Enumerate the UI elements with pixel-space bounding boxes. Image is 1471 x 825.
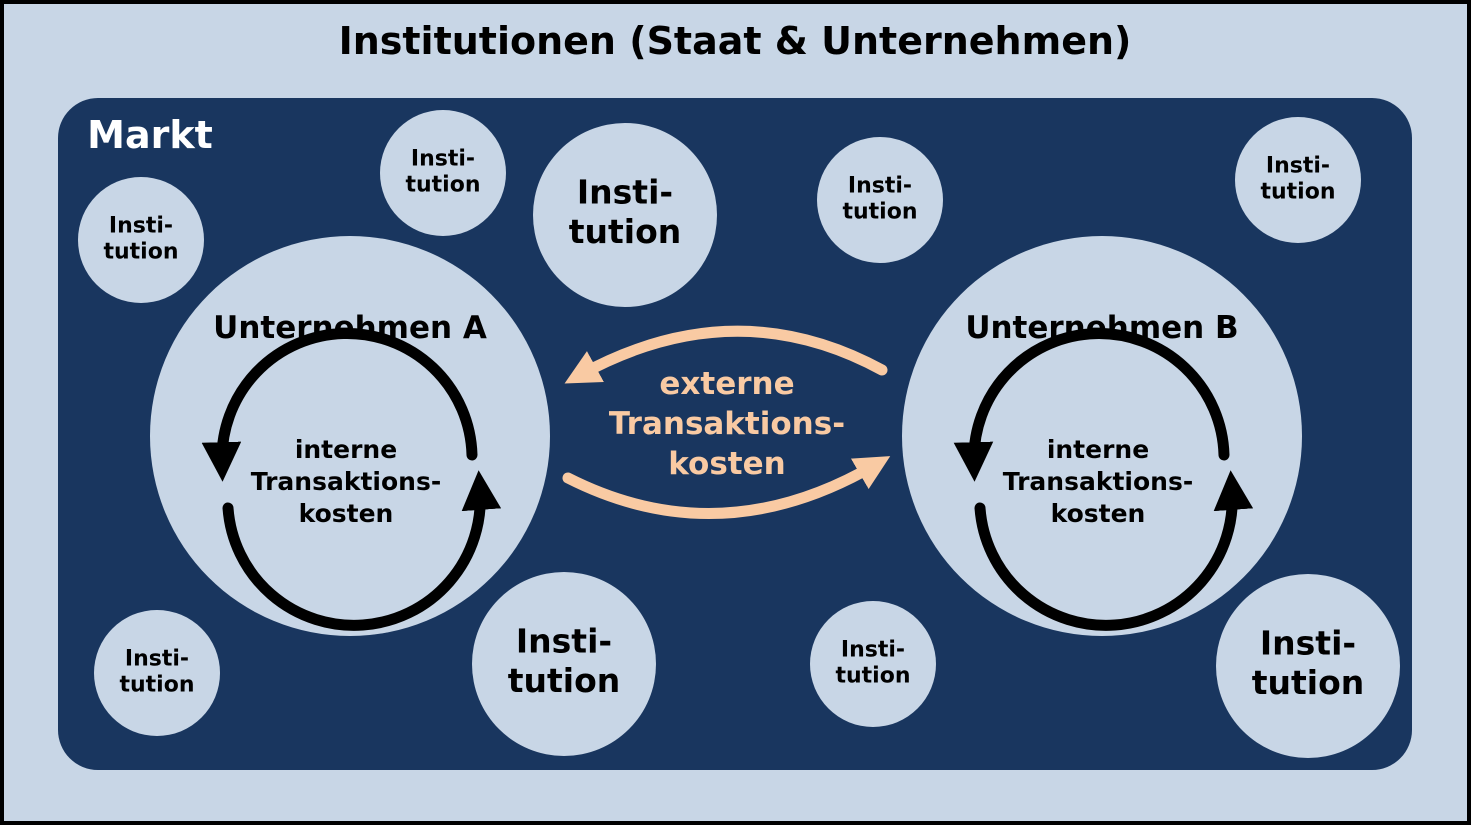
institution-label: tution xyxy=(569,212,682,251)
internal-cost-text: kosten xyxy=(299,499,394,528)
institution-label: tution xyxy=(103,240,178,265)
cycle-arrow-icon xyxy=(222,470,502,631)
institution-circle: Insti-tution xyxy=(78,177,204,303)
institution-circle: Insti-tution xyxy=(380,110,506,236)
company-b-label: Unternehmen B xyxy=(965,310,1238,346)
institution-label: Insti- xyxy=(1260,623,1356,662)
institution-label: Insti- xyxy=(1266,153,1330,178)
external-transaction-costs: externe Transaktions- kosten xyxy=(562,325,891,519)
institution-circle: Insti-tution xyxy=(94,610,220,736)
institution-circle: Insti-tution xyxy=(810,601,936,727)
institution-label: Insti- xyxy=(411,146,475,171)
institution-label: tution xyxy=(1260,180,1335,205)
institution-label: tution xyxy=(508,661,621,700)
internal-cost-text: kosten xyxy=(1051,499,1146,528)
institution-label: Insti- xyxy=(516,621,612,660)
internal-cost-text: interne xyxy=(295,435,397,464)
institution-label: tution xyxy=(842,200,917,225)
institution-label: tution xyxy=(119,673,194,698)
institution-circle: Insti-tution xyxy=(817,137,943,263)
company-a: Unternehmen A interne Transaktions- kost… xyxy=(150,236,550,636)
institution-label: tution xyxy=(1252,663,1365,702)
company-b: Unternehmen B interne Transaktions- kost… xyxy=(902,236,1302,636)
external-cost-text: kosten xyxy=(668,446,785,482)
institution-label: Insti- xyxy=(841,637,905,662)
institution-label: Insti- xyxy=(109,213,173,238)
institution-label: tution xyxy=(835,664,910,689)
institution-circle: Insti-tution xyxy=(472,572,656,756)
arrow-right-icon xyxy=(562,456,891,519)
institution-circle: Insti-tution xyxy=(533,123,717,307)
internal-cost-text: interne xyxy=(1047,435,1149,464)
internal-cost-text: Transaktions- xyxy=(1003,467,1193,496)
internal-cost-text: Transaktions- xyxy=(251,467,441,496)
external-cost-text: externe xyxy=(659,366,794,402)
institution-label: Insti- xyxy=(577,172,673,211)
institution-circle: Insti-tution xyxy=(1216,574,1400,758)
external-cost-text: Transaktions- xyxy=(609,406,845,442)
arrow-left-icon xyxy=(564,325,888,384)
cycle-arrow-icon xyxy=(974,470,1254,631)
cycle-arrow-icon xyxy=(201,327,478,482)
diagram-title: Institutionen (Staat & Unternehmen) xyxy=(339,19,1132,63)
cycle-arrow-icon xyxy=(953,327,1230,482)
institution-label: tution xyxy=(405,173,480,198)
institution-label: Insti- xyxy=(125,646,189,671)
market-label: Markt xyxy=(87,113,213,157)
institution-circle: Insti-tution xyxy=(1235,117,1361,243)
institution-label: Insti- xyxy=(848,173,912,198)
